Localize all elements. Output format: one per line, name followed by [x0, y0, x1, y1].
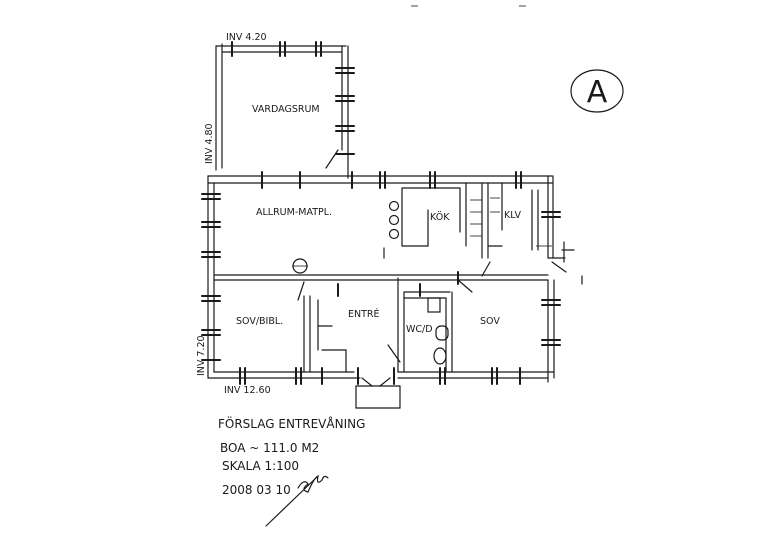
- section-marker: A: [570, 69, 624, 113]
- dimension-left-lower: INV 7.20: [196, 335, 207, 376]
- section-marker-label: A: [587, 75, 608, 110]
- room-label-vardagsrum: VARDAGSRUM: [252, 104, 320, 115]
- room-labels: VARDAGSRUM ALLRUM-MATPL. KÖK KLV SOV/BIB…: [236, 104, 521, 335]
- title-block: FÖRSLAG ENTREVÅNING BOA ~ 111.0 M2 SKALA…: [218, 415, 365, 527]
- room-label-sov: SOV: [480, 316, 500, 327]
- room-label-sov-bibl: SOV/BIBL.: [236, 316, 283, 327]
- doors: [297, 149, 583, 409]
- dimension-left-upper: INV 4.80: [204, 123, 215, 164]
- title-line-area: BOA ~ 111.0 M2: [220, 441, 319, 455]
- room-label-allrum: ALLRUM-MATPL.: [256, 207, 332, 218]
- signature: [297, 474, 329, 493]
- dimension-bottom: INV 12.60: [224, 385, 271, 396]
- dimension-labels: INV 4.20 INV 4.80 INV 7.20 INV 12.60: [196, 32, 271, 396]
- title-line-date: 2008 03 10: [222, 483, 291, 497]
- title-line-proposal: FÖRSLAG ENTREVÅNING: [218, 415, 365, 431]
- title-line-scale: SKALA 1:100: [222, 459, 299, 473]
- room-label-entre: ENTRÉ: [348, 308, 380, 320]
- fixtures: [292, 197, 552, 365]
- dimension-top: INV 4.20: [226, 32, 267, 43]
- room-label-kok: KÖK: [430, 212, 450, 223]
- room-label-wc-d: WC/D: [406, 324, 433, 335]
- room-label-klv: KLV: [504, 210, 521, 221]
- window-marks: [201, 41, 561, 385]
